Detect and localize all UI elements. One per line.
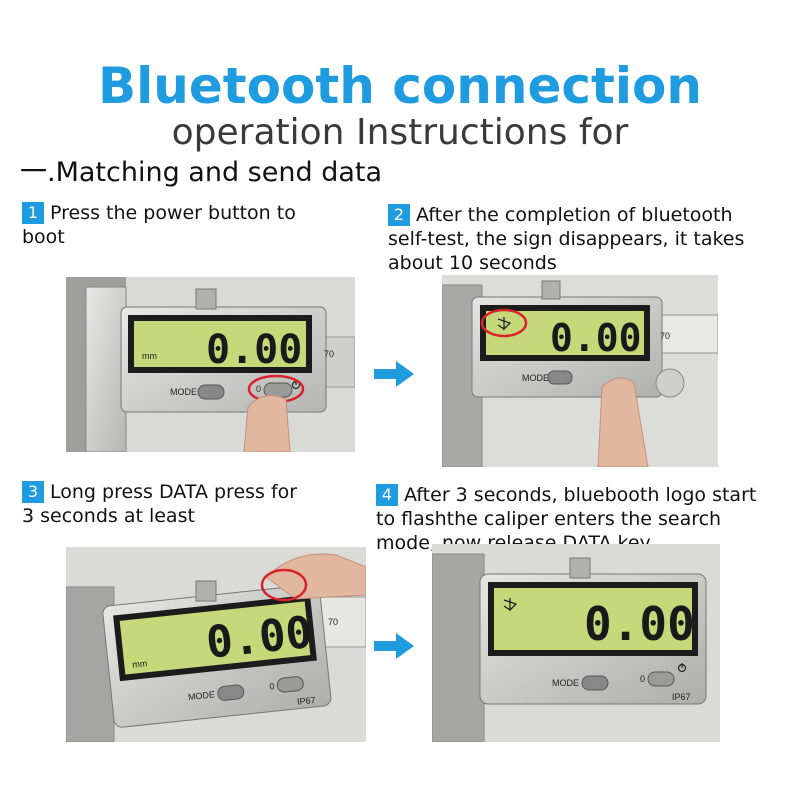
scale-mark: 70 bbox=[328, 617, 338, 627]
arrow-right-icon bbox=[374, 633, 414, 663]
zero-label: 0 bbox=[269, 681, 275, 691]
step-text: After 3 seconds, bluebooth logo start to… bbox=[376, 484, 757, 554]
bluetooth-icon bbox=[503, 598, 518, 612]
mode-label: MODE bbox=[170, 387, 197, 397]
scale-mark: 70 bbox=[324, 349, 334, 359]
page-subtitle: operation Instructions for bbox=[171, 112, 629, 153]
step-number: 1 bbox=[22, 202, 44, 224]
finger bbox=[597, 377, 649, 467]
step-number: 4 bbox=[376, 484, 398, 506]
power-icon bbox=[677, 663, 687, 673]
caliper-photo-search-mode: 0.00 MODE 0 IP67 bbox=[432, 544, 720, 742]
scale-mark: 70 bbox=[660, 331, 670, 341]
lcd-unit: mm bbox=[132, 658, 148, 670]
ip-label: IP67 bbox=[297, 695, 316, 707]
caliper-photo-power: 0.00 mm MODE 0 70 bbox=[66, 277, 355, 452]
step-text: Press the power button to boot bbox=[22, 202, 296, 248]
lcd-unit: mm bbox=[142, 351, 157, 361]
section-heading: 一.Matching and send data bbox=[20, 157, 383, 188]
highlight-ring bbox=[260, 568, 308, 602]
zero-label: 0 bbox=[640, 674, 645, 684]
step-text: Long press DATA press for 3 seconds at l… bbox=[22, 481, 298, 527]
caliper-photo-selftest: 0.00 MODE 70 bbox=[442, 275, 718, 467]
caliper-photo-data-press: 0.00 mm MODE 0 IP67 70 bbox=[66, 547, 366, 742]
mode-label: MODE bbox=[188, 689, 216, 702]
bluetooth-icon bbox=[497, 317, 512, 331]
page-title: Bluetooth connection bbox=[98, 57, 702, 115]
lcd-reading: 0.00 bbox=[550, 316, 642, 360]
lcd-reading: 0.00 bbox=[204, 607, 315, 669]
mode-button bbox=[547, 370, 573, 385]
mode-label: MODE bbox=[552, 678, 579, 688]
lcd-reading: 0.00 bbox=[206, 327, 302, 373]
mode-button bbox=[217, 684, 245, 701]
step-text: After the completion of bluetooth self-t… bbox=[388, 204, 745, 274]
ip-label: IP67 bbox=[672, 692, 691, 702]
arrow-right-icon bbox=[374, 361, 414, 391]
step-number: 3 bbox=[22, 481, 44, 503]
mode-button bbox=[197, 384, 225, 400]
mode-label: MODE bbox=[522, 373, 549, 383]
zero-label: 0 bbox=[256, 384, 261, 394]
step-number: 2 bbox=[388, 204, 410, 226]
finger bbox=[243, 394, 291, 452]
lcd-reading: 0.00 bbox=[584, 597, 695, 651]
mode-button bbox=[581, 675, 609, 691]
highlight-ring bbox=[480, 308, 528, 338]
finger bbox=[265, 553, 366, 600]
